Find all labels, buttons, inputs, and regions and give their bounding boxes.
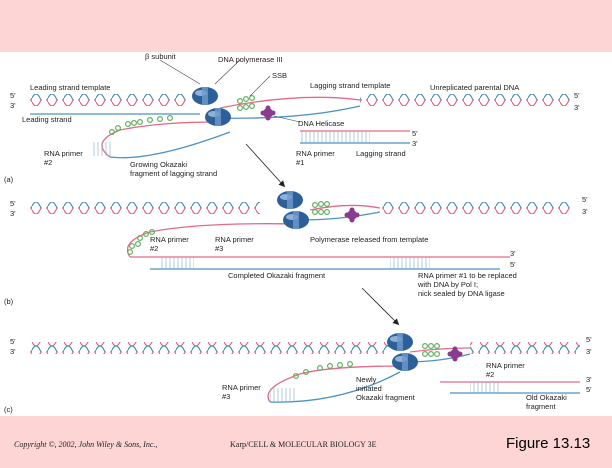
pol-iii-top-b — [277, 191, 303, 209]
label-lagging-template: Lagging strand template — [310, 81, 390, 90]
label-leading-strand: Leading strand — [22, 115, 72, 124]
end-label: 5' — [510, 260, 516, 269]
end-label: 5' — [582, 195, 588, 204]
helix-c-right-blue — [470, 342, 580, 354]
end-label: 3' — [586, 375, 592, 384]
end-label: 5' — [412, 129, 418, 138]
lagging-loop — [101, 121, 216, 158]
pol-iii-top-c — [387, 333, 413, 351]
fork-b-bottom — [299, 211, 381, 221]
fork-strand — [214, 105, 361, 119]
book-title: Karp/CELL & MOLECULAR BIOLOGY 3E — [230, 440, 377, 449]
end-label: 3' — [10, 347, 16, 356]
end-label: 3' — [10, 209, 16, 218]
end-label: 5' — [574, 91, 580, 100]
label-rna-primer-2-a: RNA primer#2 — [44, 149, 83, 167]
panel-b: 5' 3' 5' 3' 3' 5' RNA primer#2 RNA prime… — [4, 191, 588, 306]
okazaki-growing — [109, 131, 231, 159]
label-ssb: SSB — [272, 71, 287, 80]
label-polymerase-released: Polymerase released from template — [310, 235, 428, 244]
label-unreplicated: Unreplicated parental DNA — [430, 83, 519, 92]
primer-2-rungs-c — [470, 382, 500, 393]
fork-b-top — [309, 204, 381, 211]
pol-iii-top — [192, 87, 218, 105]
pol-iii-bottom-c — [392, 353, 418, 371]
pol-iii-bottom-b — [283, 211, 309, 229]
label-leading-template: Leading strand template — [30, 83, 110, 92]
end-label: 5' — [586, 385, 592, 394]
lagging-loop-b — [126, 223, 301, 258]
helix-b-right-blue — [380, 202, 570, 214]
parental-dna-helix-blue — [360, 94, 570, 106]
label-beta-subunit: β subunit — [145, 52, 176, 61]
copyright-text: Copyright ©, 2002, John Wiley & Sons, In… — [14, 440, 158, 449]
label-rna-primer-3-c: RNA primer#3 — [222, 383, 261, 401]
arrow-b-to-c — [361, 287, 400, 326]
end-label: 3' — [574, 103, 580, 112]
dna-helicase-icon-b — [344, 207, 360, 223]
leading-template-helix-blue — [30, 94, 190, 106]
panel-a: β subunit DNA polymerase III SSB Leading… — [4, 52, 580, 184]
panel-letter-b: (b) — [4, 297, 14, 306]
label-lagging-strand: Lagging strand — [356, 149, 406, 158]
primer-3-rungs — [160, 257, 194, 269]
label-rna-primer-1-a: RNA primer#1 — [296, 149, 335, 167]
pol-iii-bottom — [205, 108, 231, 126]
end-label: 3' — [10, 101, 16, 110]
end-label: 5' — [10, 199, 16, 208]
arrow-a-to-b — [245, 143, 286, 188]
panel-letter-c: (c) — [4, 405, 13, 414]
replication-figure: β subunit DNA polymerase III SSB Leading… — [0, 52, 612, 416]
primer-3-rungs-c — [270, 388, 296, 402]
label-dna-polymerase: DNA polymerase III — [218, 55, 283, 64]
panel-letter-a: (a) — [4, 175, 14, 184]
end-label: 3' — [586, 347, 592, 356]
end-label: 3' — [412, 139, 418, 148]
figure-label: Figure 13.13 — [506, 435, 591, 452]
label-completed-okazaki: Completed Okazaki fragment — [228, 271, 326, 280]
end-label: 5' — [10, 91, 16, 100]
end-label: 5' — [10, 337, 16, 346]
label-dna-helicase: DNA Helicase — [298, 119, 344, 128]
primer-1-rungs — [300, 131, 370, 143]
helix-c-left-blue — [30, 342, 390, 354]
replication-diagram: β subunit DNA polymerase III SSB Leading… — [4, 52, 592, 414]
label-rna-primer-2-b: RNA primer#2 — [150, 235, 189, 253]
label-rna-primer-2-c: RNA primer#2 — [486, 361, 525, 379]
helix-b-left-blue — [30, 202, 260, 214]
label-rna-primer-3-b: RNA primer#3 — [215, 235, 254, 253]
primer-1-rungs-b — [390, 257, 430, 269]
end-label: 5' — [586, 335, 592, 344]
end-label: 3' — [582, 207, 588, 216]
lagging-template-strand — [219, 96, 361, 109]
primer-2-rungs — [92, 142, 112, 156]
end-label: 3' — [510, 249, 516, 258]
lagging-loop-c — [267, 365, 406, 403]
fork-c-top — [409, 347, 471, 353]
